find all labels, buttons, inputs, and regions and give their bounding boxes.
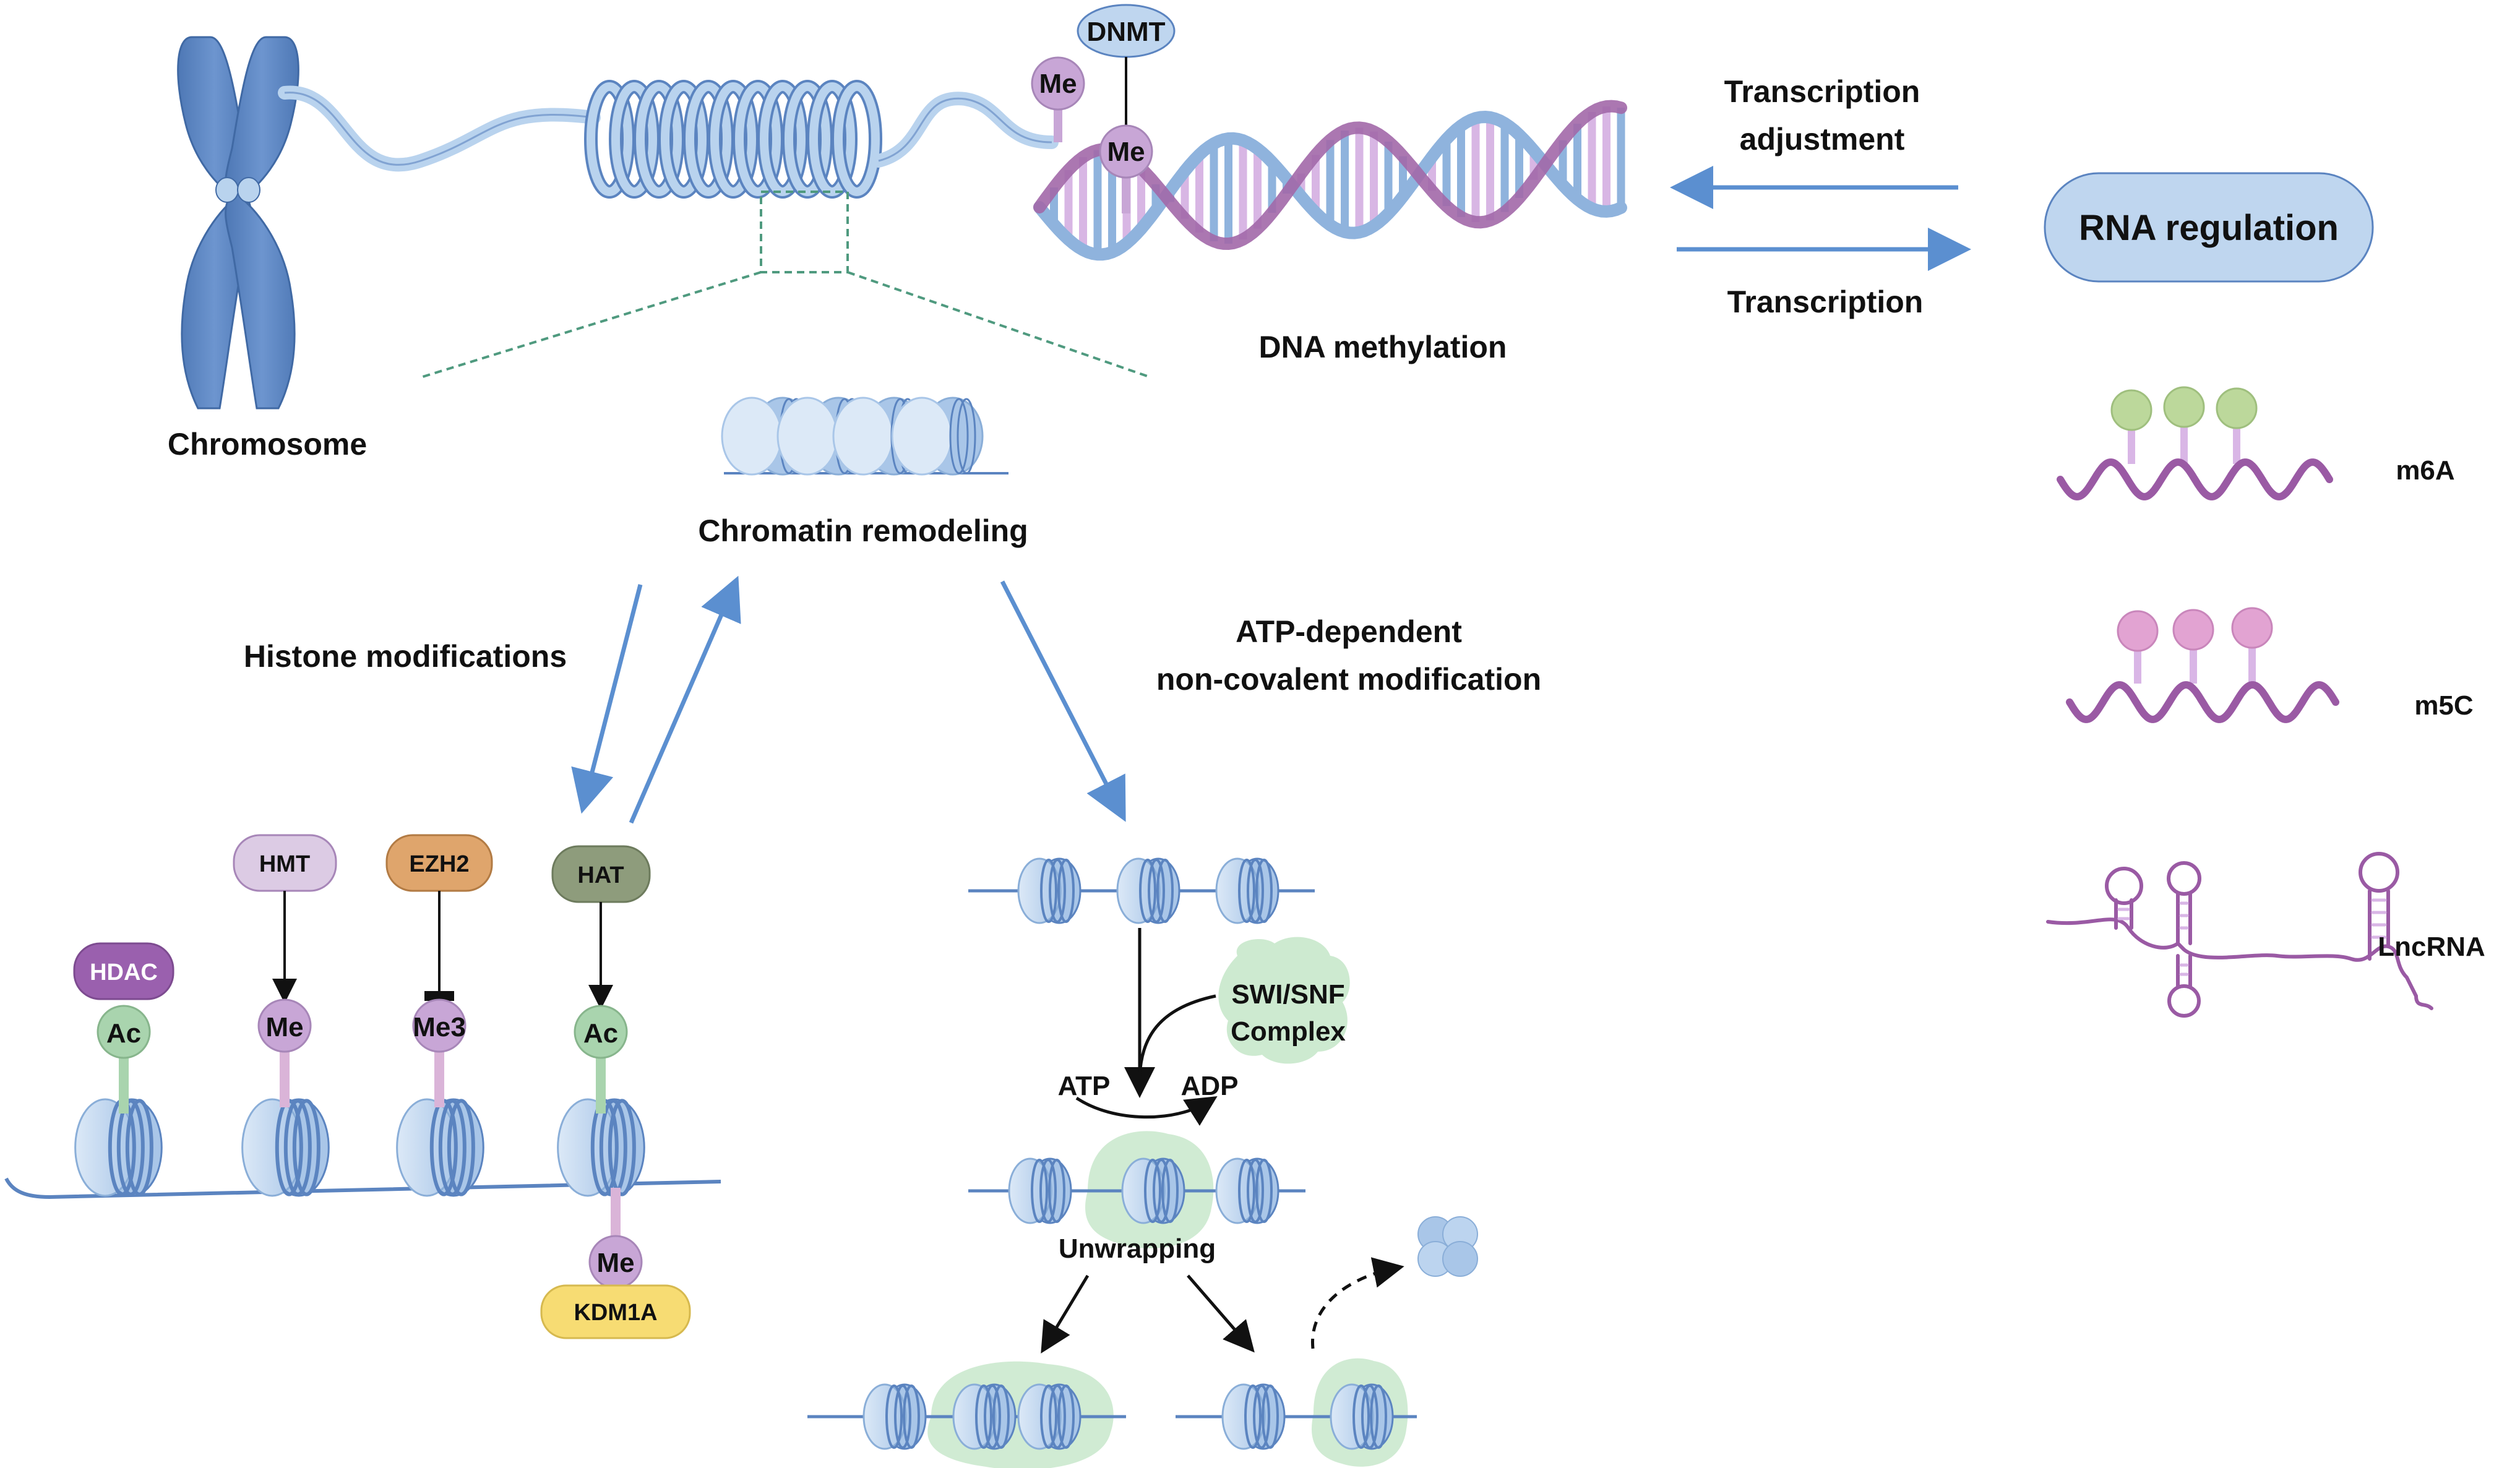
- methyl-mark-hmt: Me: [257, 998, 312, 1107]
- svg-text:Ac: Ac: [583, 1018, 618, 1049]
- arrow-from-histone: [629, 575, 741, 824]
- zoom-box: [760, 191, 849, 273]
- rna-regulation-box: [2044, 172, 2374, 283]
- svg-text:Ac: Ac: [106, 1018, 141, 1049]
- m6a-rna: [2057, 386, 2333, 500]
- rna-regulation-label: RNA regulation: [2079, 208, 2339, 248]
- histone-modifications-label: Histone modifications: [244, 639, 567, 674]
- hdac-enzyme: HDAC: [73, 942, 174, 1000]
- evicted-histone-octamer: [1417, 1216, 1478, 1277]
- nucleosome-array-top: [721, 397, 1008, 476]
- svg-text:Me: Me: [265, 1012, 303, 1042]
- kdm1a-enzyme: KDM1A: [540, 1284, 691, 1339]
- svg-text:EZH2: EZH2: [409, 851, 469, 877]
- methyl-mark-kdm1a: Me: [588, 1188, 643, 1289]
- arrow-to-atp: [1000, 580, 1126, 822]
- svg-text:HMT: HMT: [259, 851, 310, 877]
- atp-label: ATP: [1058, 1071, 1111, 1101]
- ezh2-enzyme: EZH2: [385, 834, 493, 892]
- chromatin-remodeling-label: Chromatin remodeling: [698, 513, 1028, 548]
- m6a-label: m6A: [2396, 455, 2454, 486]
- svg-text:HDAC: HDAC: [90, 959, 158, 985]
- acetyl-mark-hat: Ac: [574, 1005, 628, 1114]
- svg-text:DNMT: DNMT: [1086, 17, 1165, 47]
- svg-text:Me: Me: [1039, 69, 1077, 99]
- svg-text:Me: Me: [1107, 137, 1145, 167]
- chromatin-coil: [584, 80, 882, 199]
- m5c-label: m5C: [2414, 690, 2473, 721]
- atp-dependent-label-2: non-covalent modification: [1156, 662, 1541, 697]
- unwrapping-label: Unwrapping: [1059, 1234, 1216, 1264]
- arrow-to-histone: [571, 584, 643, 814]
- m5c-rna: [2066, 607, 2339, 723]
- transcription-adjustment-label-1: Transcription: [1724, 74, 1920, 109]
- hmt-enzyme: HMT: [233, 834, 337, 892]
- methyl-mark-dna-2: Me: [1099, 124, 1153, 213]
- lncrna-label: LncRNA: [2378, 932, 2485, 962]
- trimethyl-mark-ezh2: Me3: [412, 998, 467, 1107]
- transcription-label: Transcription: [1727, 285, 1924, 319]
- dnmt-enzyme: DNMT: [1077, 4, 1176, 58]
- swi-snf-label-1: SWI/SNF: [1231, 979, 1344, 1010]
- swi-snf-label-2: Complex: [1231, 1016, 1346, 1047]
- svg-text:HAT: HAT: [577, 862, 624, 888]
- dna-methylation-label: DNA methylation: [1259, 330, 1507, 364]
- chromosome-graphic: [177, 36, 299, 410]
- hat-enzyme: HAT: [551, 845, 651, 903]
- transcription-adjustment-label-2: adjustment: [1740, 122, 1905, 157]
- lncrna-graphic: [2046, 852, 2433, 1018]
- chromosome-label: Chromosome: [168, 427, 367, 461]
- svg-text:Me: Me: [596, 1248, 634, 1278]
- svg-text:Me3: Me3: [413, 1012, 466, 1042]
- adp-label: ADP: [1181, 1071, 1239, 1101]
- histone-dna-strand: [4, 1177, 721, 1200]
- acetyl-mark-1: Ac: [97, 1005, 151, 1114]
- svg-text:KDM1A: KDM1A: [574, 1300, 657, 1326]
- methyl-mark-dna-1: Me: [1031, 56, 1085, 142]
- atp-to-adp-arrow: [1075, 1096, 1218, 1126]
- atp-dependent-label-1: ATP-dependent: [1236, 614, 1462, 649]
- swi-snf-complex: [1218, 937, 1350, 1064]
- eviction-dashed-arrow: [1311, 1257, 1404, 1349]
